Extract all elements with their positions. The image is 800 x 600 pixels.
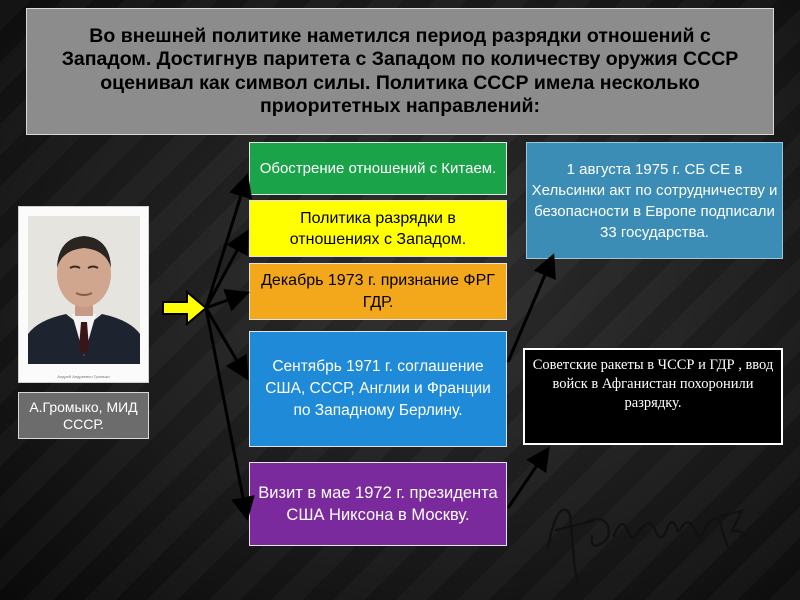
arrow-to-rockets: [506, 446, 550, 509]
portrait-caption: А.Громыко, МИД СССР.: [18, 392, 149, 439]
handwritten-signature-icon: [546, 508, 750, 586]
arrow-to-west: [204, 229, 249, 309]
portrait-photo: Андрей Андреевич Громыко: [18, 206, 149, 383]
portrait-signature-text: Андрей Андреевич Громыко: [57, 374, 110, 379]
arrow-to-berlin: [204, 307, 249, 381]
direction-china-box: Обострение отношений с Китаем.: [249, 142, 507, 195]
slide-title: Во внешней политике наметился период раз…: [26, 8, 774, 135]
arrow-to-frg: [205, 288, 250, 312]
helsinki-box: 1 августа 1975 г. СБ СЕ в Хельсинки акт …: [526, 142, 783, 259]
yellow-arrow-icon: [162, 289, 208, 327]
rockets-box: Советские ракеты в ЧССР и ГДР , ввод вой…: [523, 348, 783, 445]
direction-frg-box: Декабрь 1973 г. признание ФРГ ГДР.: [249, 263, 507, 320]
arrow-to-nixon: [204, 307, 255, 521]
direction-nixon-box: Визит в мае 1972 г. президента США Никсо…: [249, 462, 507, 546]
direction-west-box: Политика разрядки в отношениях с Западом…: [249, 200, 507, 257]
gromyko-portrait-icon: [27, 215, 140, 374]
arrow-to-helsinki: [506, 253, 556, 363]
direction-berlin-box: Сентябрь 1971 г. соглашение США, СССР, А…: [249, 331, 507, 447]
